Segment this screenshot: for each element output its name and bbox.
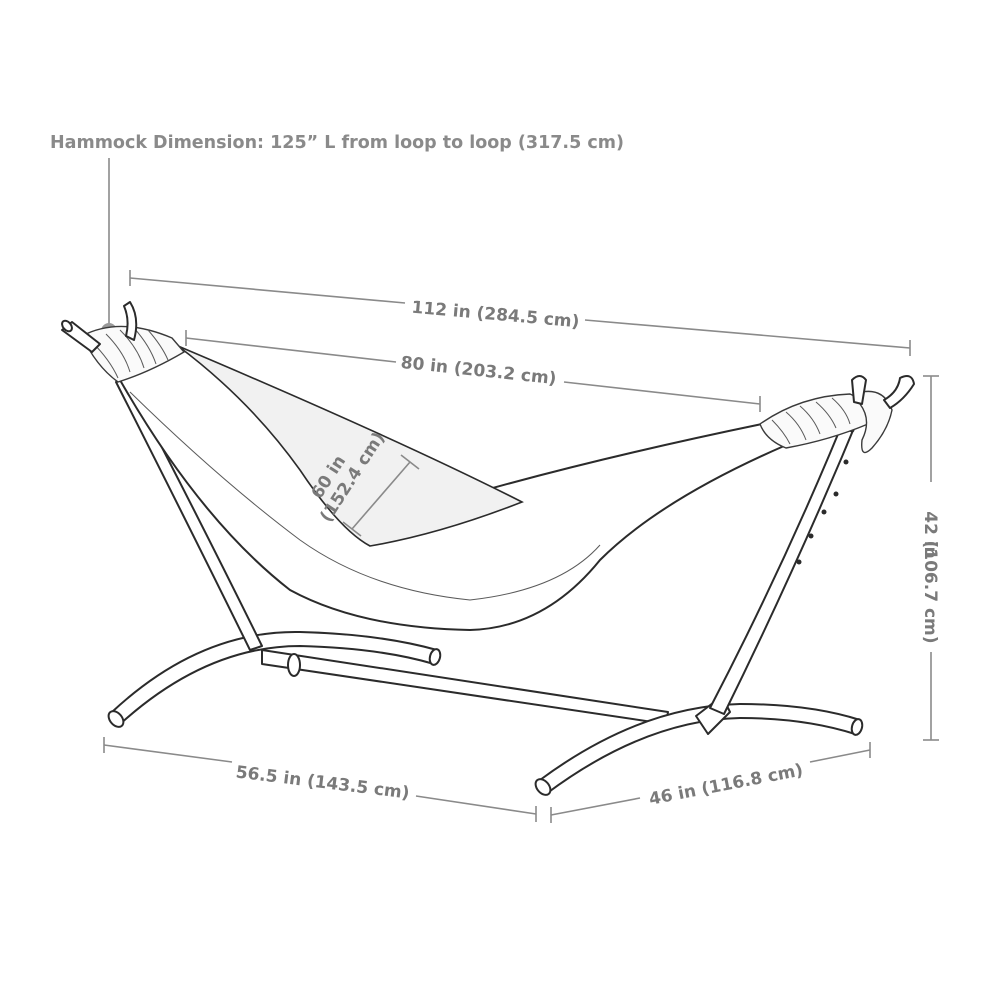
left-rope-end — [61, 301, 186, 383]
hammock-stand — [107, 377, 865, 796]
bed-length-label: 80 in (203.2 cm) — [400, 353, 558, 389]
base-length-label: 56.5 in (143.5 cm) — [235, 762, 411, 803]
base-width-label: 46 in (116.8 cm) — [647, 760, 804, 809]
overall-length-label: 112 in (284.5 cm) — [411, 298, 580, 333]
hammock-inner-surface — [177, 345, 524, 547]
title-text: Hammock Dimension: 125” L from loop to l… — [50, 133, 624, 153]
overall-length-dimension: 112 in (284.5 cm) — [129, 270, 911, 356]
right-hook-left — [851, 375, 867, 405]
left-rear-foot-cap — [428, 648, 442, 666]
right-front-foot-cap — [534, 778, 552, 796]
left-hook-top — [123, 301, 138, 341]
base-bolt-left — [287, 653, 301, 677]
right-upright-pole — [709, 399, 865, 715]
height-label-in: 42 in — [920, 511, 940, 559]
height-dimension: 42 in — [920, 375, 940, 741]
hammock-bed — [119, 345, 785, 631]
right-hook-right — [883, 375, 915, 409]
left-front-foot-cap — [107, 710, 125, 728]
base-length-dimension: 56.5 in (143.5 cm) — [103, 737, 537, 822]
right-rope-end — [759, 375, 915, 454]
left-upright-pole — [115, 377, 263, 651]
right-rear-foot-cap — [850, 718, 864, 736]
hammock-fold-line — [129, 391, 601, 601]
center-base-bar — [261, 649, 669, 725]
